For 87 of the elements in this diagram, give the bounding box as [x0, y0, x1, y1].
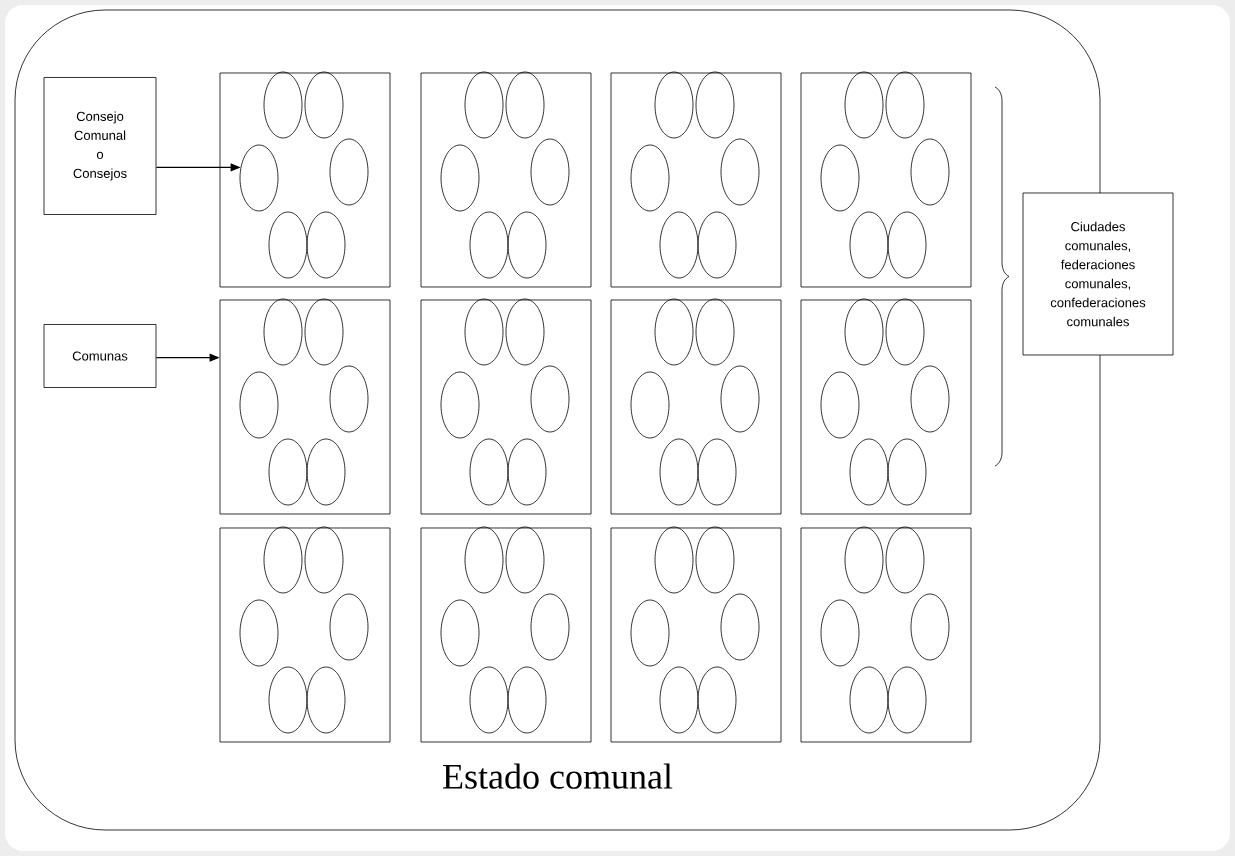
ellipse	[910, 593, 950, 661]
ellipse	[720, 365, 760, 433]
square-box	[219, 527, 391, 743]
ellipse	[697, 438, 737, 506]
ellipse	[329, 593, 369, 661]
ellipse	[695, 526, 735, 594]
ellipse	[820, 371, 860, 439]
ellipse	[910, 365, 950, 433]
label-box: Consejo Comunal o Consejos	[43, 77, 157, 215]
ellipse	[304, 298, 344, 366]
ellipse	[268, 666, 308, 734]
ellipse	[239, 371, 279, 439]
ellipse	[887, 666, 927, 734]
ellipse	[505, 71, 545, 139]
ellipse	[239, 144, 279, 212]
ellipse	[849, 438, 889, 506]
ellipse	[469, 666, 509, 734]
ellipse	[329, 138, 369, 206]
ellipse	[530, 593, 570, 661]
ellipse	[469, 211, 509, 279]
ellipse	[306, 666, 346, 734]
ellipse	[659, 211, 699, 279]
ellipse	[844, 71, 884, 139]
ellipse	[464, 71, 504, 139]
ellipse	[464, 298, 504, 366]
ellipse	[654, 71, 694, 139]
label-box: Ciudades comunales, federaciones comunales, confederaciones comunales	[1022, 192, 1174, 356]
ellipse	[910, 138, 950, 206]
ellipse	[885, 71, 925, 139]
ellipse	[505, 526, 545, 594]
ellipse	[505, 298, 545, 366]
ellipse	[440, 371, 480, 439]
ellipse	[507, 438, 547, 506]
square-box	[420, 299, 592, 515]
ellipse	[306, 211, 346, 279]
square-box	[800, 299, 972, 515]
ellipse	[720, 593, 760, 661]
square-box	[610, 72, 782, 288]
square-box	[420, 527, 592, 743]
ellipse	[885, 298, 925, 366]
ellipse	[268, 438, 308, 506]
ellipse	[440, 599, 480, 667]
ellipse	[304, 71, 344, 139]
ellipse	[469, 438, 509, 506]
ellipse	[304, 526, 344, 594]
ellipse	[530, 138, 570, 206]
ellipse	[887, 211, 927, 279]
ellipse	[659, 438, 699, 506]
ellipse	[263, 71, 303, 139]
ellipse	[630, 144, 670, 212]
ellipse	[659, 666, 699, 734]
ellipse	[507, 666, 547, 734]
ellipse	[654, 298, 694, 366]
ellipse	[530, 365, 570, 433]
ellipse	[630, 371, 670, 439]
ellipse	[329, 365, 369, 433]
square-box	[800, 72, 972, 288]
ellipse	[440, 144, 480, 212]
ellipse	[885, 526, 925, 594]
ellipse	[464, 526, 504, 594]
square-box	[219, 299, 391, 515]
ellipse	[263, 526, 303, 594]
ellipse	[268, 211, 308, 279]
square-box	[420, 72, 592, 288]
ellipse	[263, 298, 303, 366]
square-box	[610, 527, 782, 743]
ellipse	[844, 526, 884, 594]
ellipse	[695, 71, 735, 139]
ellipse	[630, 599, 670, 667]
square-box	[800, 527, 972, 743]
label-box: Comunas	[43, 324, 157, 388]
ellipse	[820, 144, 860, 212]
ellipse	[697, 666, 737, 734]
ellipse	[849, 211, 889, 279]
ellipse	[239, 599, 279, 667]
ellipse	[720, 138, 760, 206]
ellipse	[654, 526, 694, 594]
ellipse	[507, 211, 547, 279]
ellipse	[844, 298, 884, 366]
ellipse	[695, 298, 735, 366]
ellipse	[849, 666, 889, 734]
ellipse	[306, 438, 346, 506]
square-box	[610, 299, 782, 515]
ellipse	[697, 211, 737, 279]
ellipse	[820, 599, 860, 667]
square-box	[219, 72, 391, 288]
ellipse	[887, 438, 927, 506]
